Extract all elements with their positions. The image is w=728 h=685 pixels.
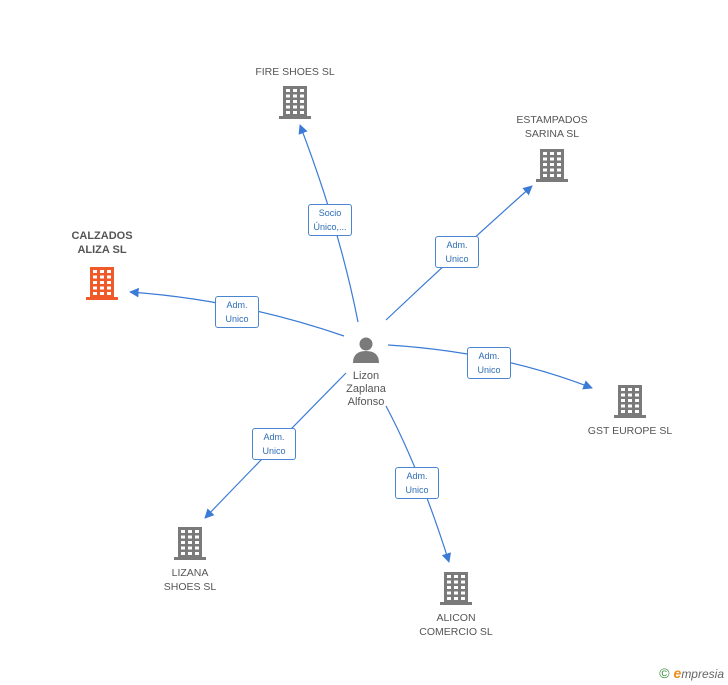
building-icon[interactable] — [440, 572, 472, 605]
edge-label-estampados-sarina[interactable]: Adm. Unico — [435, 236, 479, 268]
building-icon[interactable] — [279, 86, 311, 119]
building-icon[interactable] — [174, 527, 206, 560]
building-icon[interactable] — [86, 267, 118, 300]
node-label-estampados-sarina[interactable]: ESTAMPADOS SARINA SL — [516, 114, 588, 140]
building-icon[interactable] — [536, 149, 568, 182]
copyright-icon: © — [659, 665, 670, 681]
node-label-alicon-comercio[interactable]: ALICON COMERCIO SL — [419, 612, 493, 638]
edge-label-gst-europe[interactable]: Adm. Unico — [467, 347, 511, 379]
node-label-gst-europe[interactable]: GST EUROPE SL — [587, 425, 673, 437]
node-label-lizana-shoes[interactable]: LIZANA SHOES SL — [163, 567, 217, 593]
edge-label-calzados-aliza[interactable]: Adm. Unico — [215, 296, 259, 328]
brand-logo: empresia — [673, 665, 724, 681]
edge-label-alicon-comercio[interactable]: Adm. Unico — [395, 467, 439, 499]
node-label-calzados-aliza[interactable]: CALZADOS ALIZA SL — [71, 230, 133, 256]
node-label-fire-shoes[interactable]: FIRE SHOES SL — [255, 66, 335, 78]
building-icon[interactable] — [614, 385, 646, 418]
person-icon[interactable] — [353, 337, 379, 364]
footer-brand: © empresia — [659, 665, 724, 681]
person-label[interactable]: Lizon Zaplana Alfonso — [346, 370, 386, 408]
edge-label-fire-shoes[interactable]: Socio Único,... — [308, 204, 352, 236]
edge-label-lizana-shoes[interactable]: Adm. Unico — [252, 428, 296, 460]
